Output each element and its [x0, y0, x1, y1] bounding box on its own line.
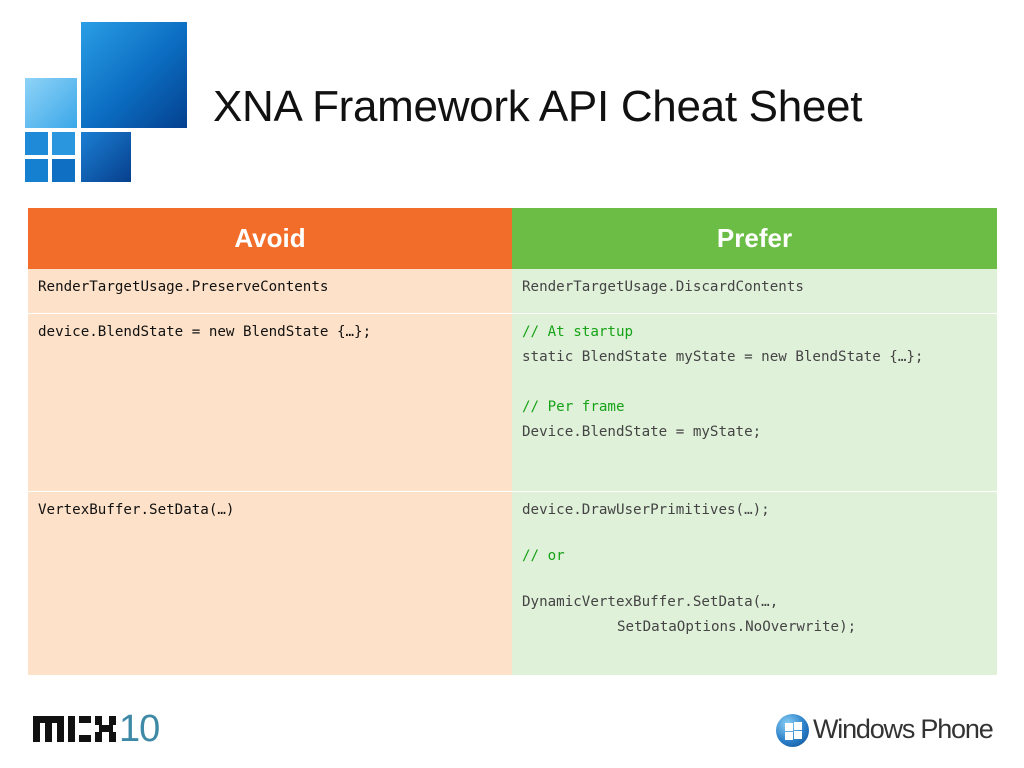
- logo-square: [25, 132, 48, 155]
- mix-logo-number: 10: [119, 708, 160, 750]
- code-line: Device.BlendState = myState;: [522, 424, 762, 440]
- logo-square: [52, 132, 75, 155]
- logo-square: [25, 78, 77, 128]
- prefer-cell: // At startup static BlendState myState =…: [512, 314, 997, 492]
- avoid-cell: device.BlendState = new BlendState {…};: [28, 314, 512, 492]
- code-line: DynamicVertexBuffer.SetData(…,: [522, 594, 779, 610]
- code-line: VertexBuffer.SetData(…): [38, 502, 235, 518]
- column-header-avoid: Avoid: [28, 208, 512, 269]
- prefer-cell: device.DrawUserPrimitives(…); // or Dynami…: [512, 492, 997, 676]
- code-comment: // or: [522, 548, 565, 564]
- code-line: RenderTargetUsage.PreserveContents: [38, 279, 329, 295]
- code-comment: // At startup: [522, 324, 634, 340]
- windows-squares-logo: [25, 22, 187, 184]
- code-line: static BlendState myState = new BlendSta…: [522, 349, 924, 365]
- code-line: device.DrawUserPrimitives(…);: [522, 502, 770, 518]
- cheat-sheet-table: Avoid Prefer RenderTargetUsage.PreserveC…: [28, 208, 997, 676]
- avoid-cell: RenderTargetUsage.PreserveContents: [28, 269, 512, 314]
- prefer-cell: RenderTargetUsage.DiscardContents: [512, 269, 997, 314]
- logo-square: [81, 132, 131, 182]
- mix10-logo: 10: [33, 708, 168, 750]
- column-header-prefer: Prefer: [512, 208, 997, 269]
- code-comment: // Per frame: [522, 399, 625, 415]
- windows-phone-logo: Windows Phone: [776, 712, 1001, 752]
- code-line: device.BlendState = new BlendState {…};: [38, 324, 372, 340]
- page-title: XNA Framework API Cheat Sheet: [213, 82, 863, 131]
- logo-square: [52, 159, 75, 182]
- logo-square: [25, 159, 48, 182]
- code-line: RenderTargetUsage.DiscardContents: [522, 279, 804, 295]
- logo-square: [81, 22, 187, 128]
- windows-flag-icon: [776, 714, 809, 747]
- avoid-cell: VertexBuffer.SetData(…): [28, 492, 512, 676]
- code-line: SetDataOptions.NoOverwrite);: [617, 619, 857, 635]
- windows-phone-wordmark: Windows Phone: [813, 714, 994, 744]
